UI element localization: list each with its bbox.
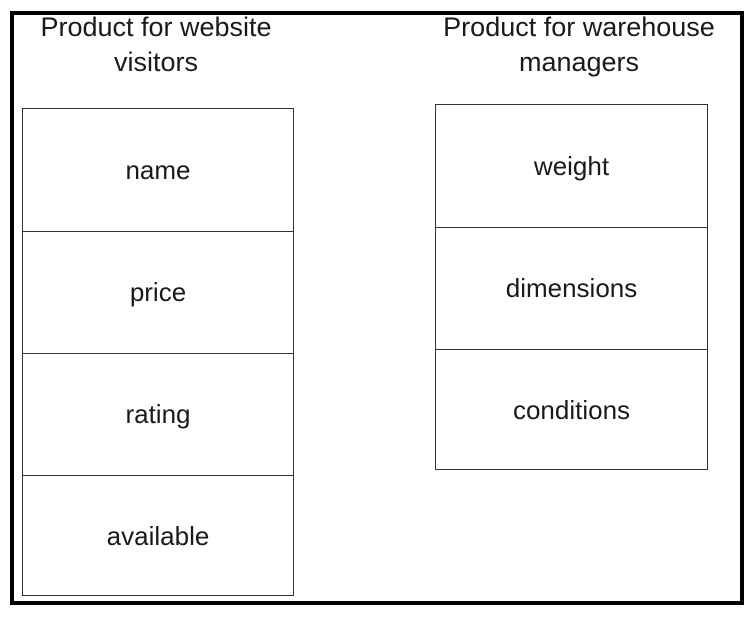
field-name: name: [125, 154, 191, 185]
website-product-box: name price rating available: [22, 108, 294, 596]
field-weight: weight: [533, 150, 610, 181]
website-visitors-title: Product for website visitors: [40, 12, 272, 77]
field-available: available: [23, 475, 293, 597]
field-price: price: [23, 231, 293, 353]
field-conditions: conditions: [436, 349, 707, 471]
field-dimensions: dimensions: [436, 227, 707, 349]
warehouse-managers-title: Product for warehouse managers: [443, 12, 715, 77]
warehouse-product-box: weight dimensions conditions: [435, 104, 708, 470]
field-rating: rating: [23, 353, 293, 475]
